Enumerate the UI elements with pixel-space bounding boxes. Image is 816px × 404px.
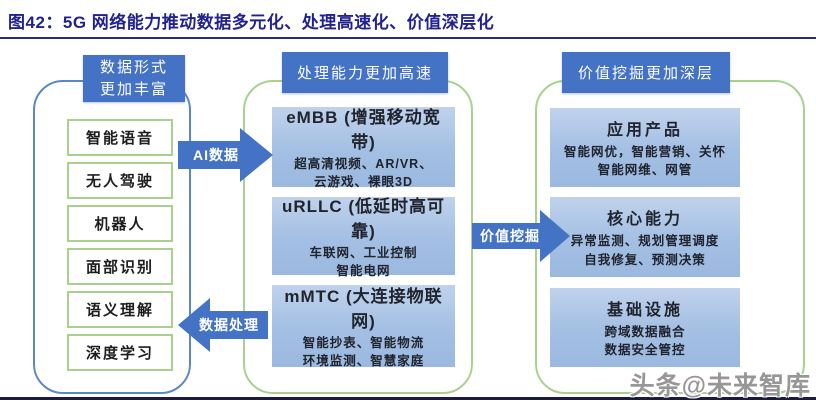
infrastructure-line1: 跨域数据融合 (604, 324, 686, 339)
list-item-face-recognition: 面部识别 (67, 248, 173, 285)
application-products-line1: 智能网优，智能营销、关怀 (563, 144, 726, 159)
ai-data-arrow-label: AI数据 (193, 147, 239, 163)
list-item-semantic-understanding: 语义理解 (67, 291, 173, 328)
toutiao-watermark: 头条@未来智库 (629, 372, 811, 400)
list-item-smart-voice: 智能语音 (67, 119, 173, 156)
mmtc-title: mMTC (大连接物联网) (284, 286, 443, 331)
data-forms-header-line1: 数据形式 (99, 58, 168, 76)
embb-box: eMBB (增强移动宽带) 超高清视频、AR/VR、 云游戏、裸眼3D (272, 107, 455, 189)
value-mining-header-label: 价值挖掘更加深层 (577, 65, 714, 82)
data-forms-list: 智能语音 无人驾驶 机器人 面部识别 语义理解 深度学习 (67, 119, 173, 371)
value-mining-arrow-label: 价值挖掘 (480, 228, 540, 244)
urllc-box: uRLLC (低延时高可靠) 车联网、工业控制 智能电网 (272, 197, 455, 278)
urllc-line1: 车联网、工业控制 (309, 245, 418, 260)
core-capability-box: 核心能力 异常监测、规划管理调度 自我修复、预测决策 (550, 197, 740, 277)
bottom-divider (0, 397, 816, 400)
embb-line1: 超高清视频、AR/VR、 (294, 156, 433, 171)
infrastructure-box: 基础设施 跨域数据融合 数据安全管控 (550, 288, 740, 367)
embb-title: eMBB (增强移动宽带) (286, 107, 441, 152)
application-products-box: 应用产品 智能网优，智能营销、关怀 智能网维、网管 (550, 108, 740, 187)
processing-header-label: 处理能力更加高速 (296, 65, 433, 82)
list-item-robot: 机器人 (67, 205, 173, 242)
urllc-line2: 智能电网 (336, 264, 391, 278)
figure-title: 图42：5G 网络能力推动数据多元化、处理高速化、价值深层化 (8, 13, 495, 32)
mmtc-line2: 环境监测、智慧家庭 (302, 354, 425, 368)
title-divider (0, 37, 816, 39)
mmtc-box: mMTC (大连接物联网) 智能抄表、智能物流 环境监测、智慧家庭 (272, 285, 455, 368)
embb-line2: 云游戏、裸眼3D (314, 175, 413, 189)
processing-header: 处理能力更加高速 (282, 52, 448, 93)
urllc-title: uRLLC (低延时高可靠) (281, 196, 446, 241)
core-capability-title: 核心能力 (606, 211, 683, 229)
mmtc-line1: 智能抄表、智能物流 (302, 335, 425, 350)
list-item-deep-learning: 深度学习 (67, 334, 173, 371)
data-forms-header-line2: 更加丰富 (99, 80, 168, 98)
infrastructure-title: 基础设施 (606, 301, 683, 319)
core-capability-line2: 自我修复、预测决策 (584, 252, 706, 267)
infrastructure-line2: 数据安全管控 (604, 343, 686, 357)
value-mining-header: 价值挖掘更加深层 (562, 52, 730, 93)
list-item-autonomous-driving: 无人驾驶 (67, 162, 173, 199)
core-capability-line1: 异常监测、规划管理调度 (570, 234, 720, 249)
application-products-line2: 智能网维、网管 (597, 163, 693, 177)
data-forms-header: 数据形式 更加丰富 (83, 55, 185, 102)
application-products-title: 应用产品 (606, 121, 683, 139)
